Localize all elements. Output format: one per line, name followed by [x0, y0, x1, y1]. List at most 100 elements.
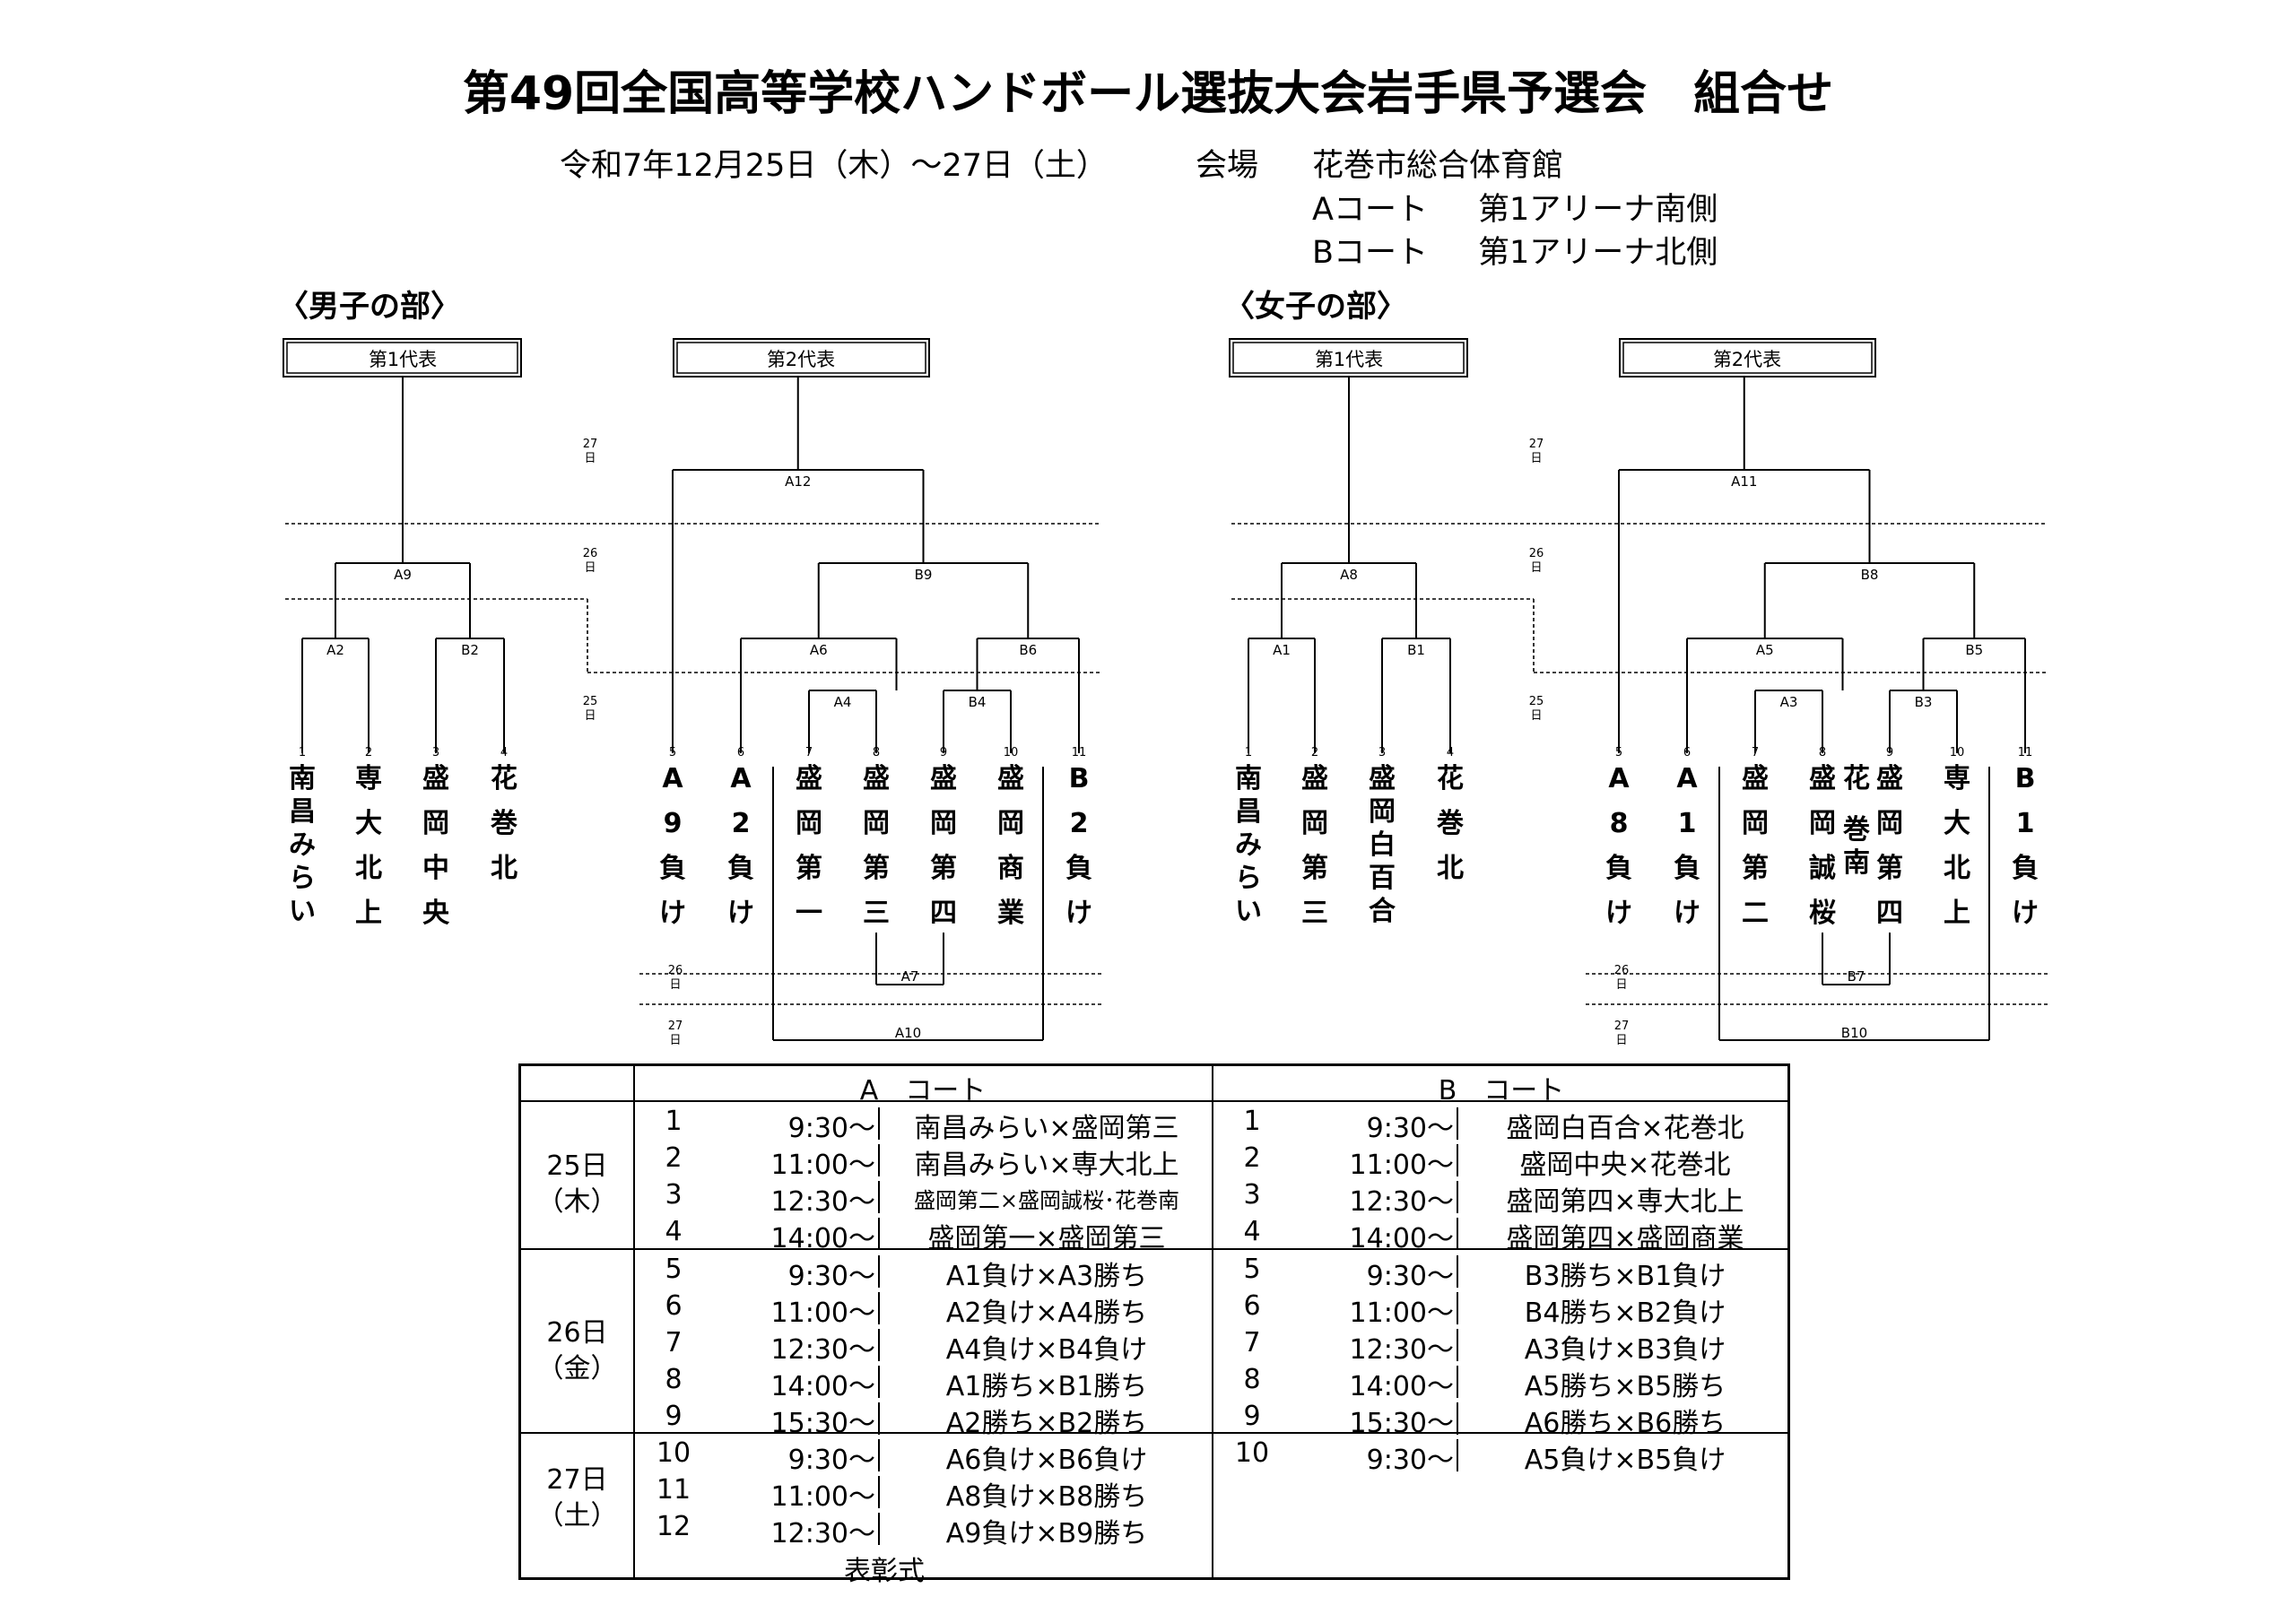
- team-name-char: 2: [731, 808, 751, 839]
- time-divider: [878, 1402, 880, 1435]
- team-name-char: け: [1605, 898, 1632, 929]
- team-name-char: 南: [289, 763, 316, 794]
- team-name-char: 一: [796, 898, 822, 929]
- match-no: 10: [656, 1437, 691, 1469]
- match-label: A5: [1755, 642, 1774, 658]
- team-name-char: 第: [1742, 853, 1769, 884]
- match-time: 15:30～: [1349, 1408, 1454, 1439]
- time-divider: [1457, 1144, 1458, 1176]
- slot-number: 9: [939, 746, 948, 759]
- page-title: 第49回全国高等学校ハンドボール選抜大会岩手県予選会 組合せ: [462, 67, 1834, 121]
- venue-label: 会場: [1196, 148, 1259, 184]
- day-mark: 日: [584, 452, 596, 465]
- slot-number: 1: [298, 746, 307, 759]
- team-name-char: み: [289, 829, 316, 861]
- time-divider: [1457, 1329, 1458, 1361]
- team-name-char: 専: [355, 763, 382, 794]
- match-label: B5: [1965, 642, 1984, 658]
- team-name-char: A: [1608, 763, 1630, 794]
- team-name-char: B: [2014, 763, 2036, 794]
- match-time: 11:00～: [770, 1481, 875, 1513]
- team-name-char: 盛: [422, 763, 449, 794]
- team-name-char: 盛: [1876, 763, 1903, 794]
- slot-number: 5: [668, 746, 677, 759]
- team-name-char: 桜: [1809, 898, 1836, 929]
- team-name-char: 中: [422, 853, 449, 884]
- match-no: 1: [665, 1106, 683, 1137]
- match-label: A11: [1731, 473, 1758, 490]
- match-label: B8: [1860, 567, 1879, 583]
- second-rep-label: 第2代表: [1712, 349, 1782, 370]
- day-of-week: （金）: [536, 1352, 618, 1384]
- match-pairing: B3勝ち×B1負け: [1524, 1261, 1726, 1292]
- slot-number: 6: [736, 746, 745, 759]
- time-divider: [878, 1255, 880, 1288]
- team-name-char: 岡: [1876, 808, 1903, 839]
- day-mark: 27: [582, 438, 598, 451]
- court-b-header: B コート: [1438, 1075, 1565, 1107]
- time-divider: [878, 1513, 880, 1545]
- match-no: 6: [665, 1290, 683, 1322]
- match-label: A3: [1779, 694, 1798, 710]
- court-a-header: A コート: [859, 1075, 987, 1107]
- day-mark: 26: [667, 964, 683, 977]
- team-name-char: 第: [1301, 853, 1328, 884]
- match-time: 14:00～: [770, 1223, 875, 1254]
- team-name-char: 合: [1369, 896, 1396, 927]
- match-pairing: 盛岡中央×花巻北: [1519, 1150, 1731, 1181]
- day-mark: 27: [1613, 1020, 1630, 1033]
- match-time: 9:30～: [787, 1261, 875, 1292]
- slot-number: 3: [431, 746, 440, 759]
- slot-number: 1: [1244, 746, 1253, 759]
- team-name-char: 盛: [1742, 763, 1769, 794]
- slot-number: 7: [1751, 746, 1760, 759]
- team-name-char: 負: [659, 853, 686, 884]
- court-b-place: 第1アリーナ北側: [1478, 235, 1718, 271]
- match-no: 4: [1243, 1216, 1261, 1247]
- match-label: B2: [461, 642, 479, 658]
- bracket-lines: [283, 338, 2048, 1041]
- slot-number: 3: [1378, 746, 1387, 759]
- team-name-char: い: [289, 896, 316, 927]
- time-divider: [878, 1366, 880, 1398]
- slot-number: 11: [1071, 746, 1087, 759]
- slot-number: 10: [1949, 746, 1965, 759]
- team-name-char: 四: [1876, 898, 1903, 929]
- team-name-char: 1: [2015, 808, 2035, 839]
- team-name-char: 専: [1944, 763, 1970, 794]
- slot-number: 6: [1683, 746, 1692, 759]
- match-pairing: A5負け×B5負け: [1524, 1445, 1726, 1476]
- match-pairing: 盛岡白百合×花巻北: [1506, 1113, 1744, 1144]
- match-no: 8: [1243, 1364, 1261, 1395]
- day-divider: [521, 1248, 1787, 1250]
- team-name-char: 盛: [1369, 763, 1396, 794]
- team-name-char: A: [730, 763, 752, 794]
- second-rep-box: [673, 338, 930, 378]
- day-divider: [521, 1432, 1787, 1434]
- first-rep-label: 第1代表: [1314, 349, 1384, 370]
- match-time: 14:00～: [770, 1371, 875, 1402]
- event-dates: 令和7年12月25日（木）～27日（土）: [560, 148, 1108, 184]
- day-label: 26日: [546, 1316, 608, 1349]
- team-name-char: B: [1068, 763, 1090, 794]
- team-name-char: 大: [1944, 808, 1970, 839]
- second-rep-box: [1619, 338, 1876, 378]
- day-mark: 日: [584, 561, 596, 575]
- match-label: A6: [809, 642, 828, 658]
- match-label: B3: [1914, 694, 1933, 710]
- match-label: B4: [968, 694, 987, 710]
- match-label: A9: [394, 567, 412, 583]
- time-divider: [1457, 1439, 1458, 1471]
- team-name-char: 北: [355, 853, 382, 884]
- match-no: 9: [665, 1401, 683, 1432]
- team-name-char: 第: [1876, 853, 1903, 884]
- court-b-name: Bコート: [1312, 235, 1429, 271]
- second-rep-box-inner: [676, 342, 926, 374]
- team-name-char: け: [1674, 898, 1700, 929]
- team-name-char: 負: [1605, 853, 1632, 884]
- time-divider: [878, 1329, 880, 1361]
- team-name-char: 盛: [1809, 763, 1836, 794]
- team-name-char: A: [662, 763, 683, 794]
- team-name-char: 南: [1235, 763, 1262, 794]
